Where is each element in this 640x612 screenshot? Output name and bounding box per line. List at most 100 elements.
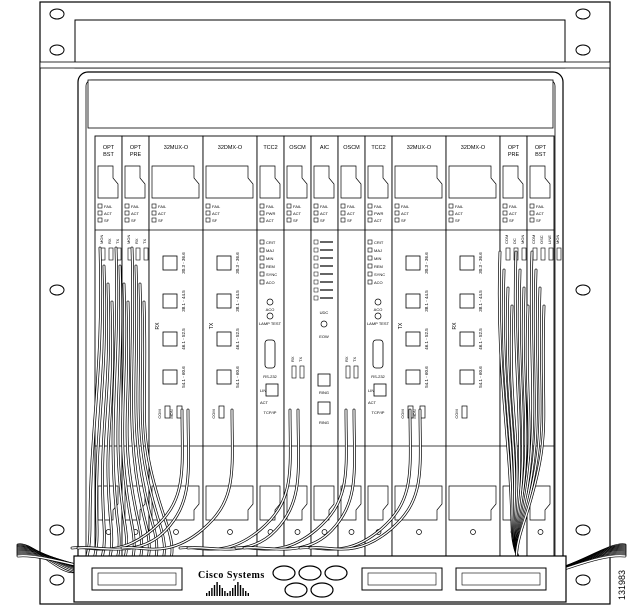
led-label: SF — [104, 218, 110, 223]
mount-hole — [49, 8, 65, 20]
led-label: ACT — [131, 211, 140, 216]
led-indicator — [151, 203, 157, 209]
led-indicator — [286, 210, 292, 216]
card-label: OSCM — [289, 145, 306, 151]
logo-bar — [237, 582, 239, 596]
tcpip-label: TCP/IP — [372, 410, 385, 415]
mpo-port — [216, 255, 232, 271]
led-indicator — [529, 217, 535, 223]
mpo-port — [459, 255, 475, 271]
lamp-test-label: LAMP TEST — [367, 321, 390, 326]
mount-hole — [575, 574, 591, 586]
card-label: AIC — [320, 145, 329, 151]
mount-hole — [575, 44, 591, 56]
alarm-led-critical — [272, 565, 296, 581]
aco-label: ACO — [374, 307, 383, 312]
port-label: MON — [126, 235, 131, 244]
alarm-led — [259, 263, 265, 269]
port-label: TX — [142, 239, 147, 244]
card-label: 32DMX-O — [461, 145, 486, 151]
ejector-latch-top — [340, 165, 362, 199]
alarm-led — [259, 271, 265, 277]
lc-port — [218, 405, 225, 419]
led-label: SF — [347, 218, 353, 223]
fiber-cable — [187, 409, 300, 550]
led-indicator — [340, 210, 346, 216]
led-indicator — [448, 217, 454, 223]
mpo-port — [405, 331, 421, 347]
aic-led — [313, 263, 319, 269]
ring-port — [317, 401, 331, 415]
aco-label: ACO — [266, 307, 275, 312]
led-indicator — [313, 217, 319, 223]
ejector-latch-top — [448, 165, 497, 199]
mpo-port — [162, 331, 178, 347]
logo-bar — [221, 588, 223, 596]
led-indicator — [259, 210, 265, 216]
led-indicator — [448, 210, 454, 216]
port-label: RX — [134, 238, 139, 244]
mpo-port — [162, 369, 178, 385]
led-label: FAIL — [320, 204, 329, 209]
led-indicator — [97, 210, 103, 216]
port-label: RX — [107, 238, 112, 244]
led-label: PWR — [374, 211, 383, 216]
captive-screw — [227, 529, 233, 535]
led-indicator — [205, 210, 211, 216]
brand-name: Cisco Systems — [198, 570, 265, 581]
aco-button — [374, 298, 382, 306]
band-label: 38.1 - 44.5 — [424, 290, 429, 312]
mount-hole — [49, 284, 65, 296]
logo-bar — [239, 585, 242, 596]
alarm-led — [259, 239, 265, 245]
led-label: ACT — [293, 211, 302, 216]
lc-port — [548, 247, 554, 261]
mpo-port — [216, 293, 232, 309]
rs232-port — [264, 339, 276, 369]
lamp-test-label: LAMP TEST — [259, 321, 282, 326]
udc-connector — [320, 320, 328, 328]
ejector-latch-bottom — [259, 485, 281, 521]
aic-led — [313, 255, 319, 261]
led-indicator — [340, 217, 346, 223]
led-indicator — [259, 217, 265, 223]
aic-led — [313, 247, 319, 253]
port-label: MON — [99, 235, 104, 244]
alarm-led — [367, 263, 373, 269]
ejector-latch-top — [394, 165, 443, 199]
alarm-led — [367, 239, 373, 245]
led-label: FAIL — [131, 204, 140, 209]
band-label: 46.1 - 52.5 — [424, 328, 429, 350]
mpo-port — [162, 293, 178, 309]
fiber-cable — [309, 409, 422, 550]
led-label: FAIL — [455, 204, 464, 209]
lc-port — [108, 247, 114, 261]
led-indicator — [394, 210, 400, 216]
led-label: FAIL — [536, 204, 545, 209]
alarm-led-label: CRIT — [374, 240, 384, 245]
led-label: SF — [158, 218, 164, 223]
captive-screw — [348, 529, 355, 535]
aic-led — [313, 239, 319, 245]
port-label: DC — [512, 238, 517, 244]
port-label: COM — [157, 409, 162, 418]
aco-button — [266, 298, 274, 306]
ejector-latch-top — [367, 165, 389, 199]
card-label: PRE — [130, 152, 142, 158]
port-label: OSC — [539, 235, 544, 244]
card-label: PRE — [508, 152, 520, 158]
lamp-test-button — [374, 312, 382, 320]
alarm-led — [259, 247, 265, 253]
led-label: FAIL — [266, 204, 275, 209]
ethernet-port — [373, 383, 387, 397]
card-tcc2: TCC2FAILPWRACTCRITMAJMINREMSYNCACOACOLAM… — [364, 135, 393, 557]
lc-port — [135, 247, 141, 261]
band-label: 46.1 - 52.5 — [181, 328, 186, 350]
led-label: SF — [212, 218, 218, 223]
led-label: SF — [401, 218, 407, 223]
mount-hole — [49, 574, 65, 586]
port-label: COM — [400, 409, 405, 418]
alarm-led — [367, 255, 373, 261]
